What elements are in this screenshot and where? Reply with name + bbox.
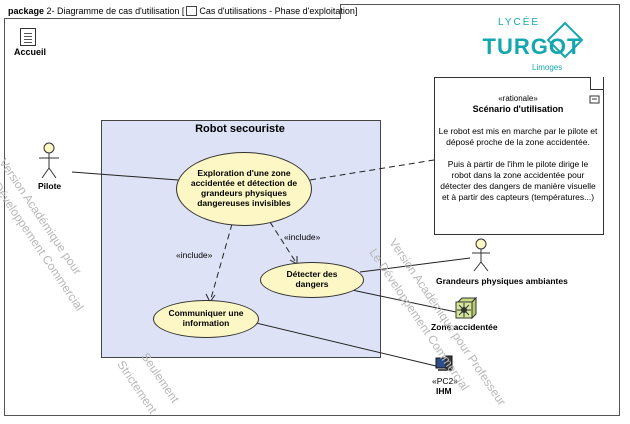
- ihm-stereotype: «PC2»: [432, 376, 458, 386]
- usecase-diagram-icon: [186, 5, 198, 16]
- home-link[interactable]: Accueil: [14, 47, 47, 57]
- include-arrow-communiquer: [209, 223, 233, 303]
- header-title: 2- Diagramme de cas d'utilisation: [46, 6, 180, 16]
- actor-pilote-label: Pilote: [38, 181, 62, 191]
- system-title: Robot secouriste: [195, 123, 285, 135]
- grandeurs-association: [359, 257, 471, 273]
- logo-top-text: LYCÉE: [498, 17, 541, 28]
- note-text: Le robot est mis en marche par le pilote…: [438, 126, 598, 203]
- logo-sub-text: Limoges: [532, 63, 563, 72]
- grandeurs-actor-icon: [472, 238, 490, 272]
- include-arrow-detecter: [269, 221, 298, 265]
- pilote-actor-icon: [39, 142, 59, 179]
- zone-accidentee-icon: [455, 296, 478, 320]
- usecase-detecter-label: Détecter des dangers: [286, 269, 338, 289]
- pc-icon: [435, 355, 453, 371]
- home-document-icon[interactable]: [20, 28, 36, 46]
- ihm-label: IHM: [436, 386, 452, 396]
- usecase-exploration[interactable]: Exploration d'une zone accidentée et dét…: [176, 152, 312, 226]
- note-title: Scénario d'utilisation: [472, 104, 564, 114]
- include-label-communiquer: «include»: [176, 250, 213, 260]
- header-keyword: package: [8, 6, 45, 16]
- diagram-header: package 2- Diagramme de cas d'utilisatio…: [4, 4, 357, 19]
- note-fold-corner: [590, 77, 603, 90]
- usecase-communiquer-label: Communiquer une information: [168, 308, 244, 328]
- usecase-communiquer[interactable]: Communiquer une information: [153, 300, 259, 338]
- header-diagram-name: Cas d'utilisations - Phase d'exploitatio…: [199, 6, 355, 16]
- note-anchor: [309, 159, 435, 181]
- zone-accidentee-label: Zone accidentée: [431, 322, 498, 332]
- include-label-detecter: «include»: [284, 232, 321, 242]
- rationale-note[interactable]: [434, 77, 604, 235]
- actor-grandeurs-label: Grandeurs physiques ambiantes: [436, 276, 568, 286]
- note-stereotype: «rationale»: [498, 94, 538, 103]
- usecase-exploration-label: Exploration d'une zone accidentée et dét…: [190, 168, 298, 208]
- usecase-detecter[interactable]: Détecter des dangers: [260, 262, 364, 298]
- pilote-association: [71, 171, 179, 181]
- ihm-association: [251, 321, 437, 367]
- zone-association: [351, 289, 457, 313]
